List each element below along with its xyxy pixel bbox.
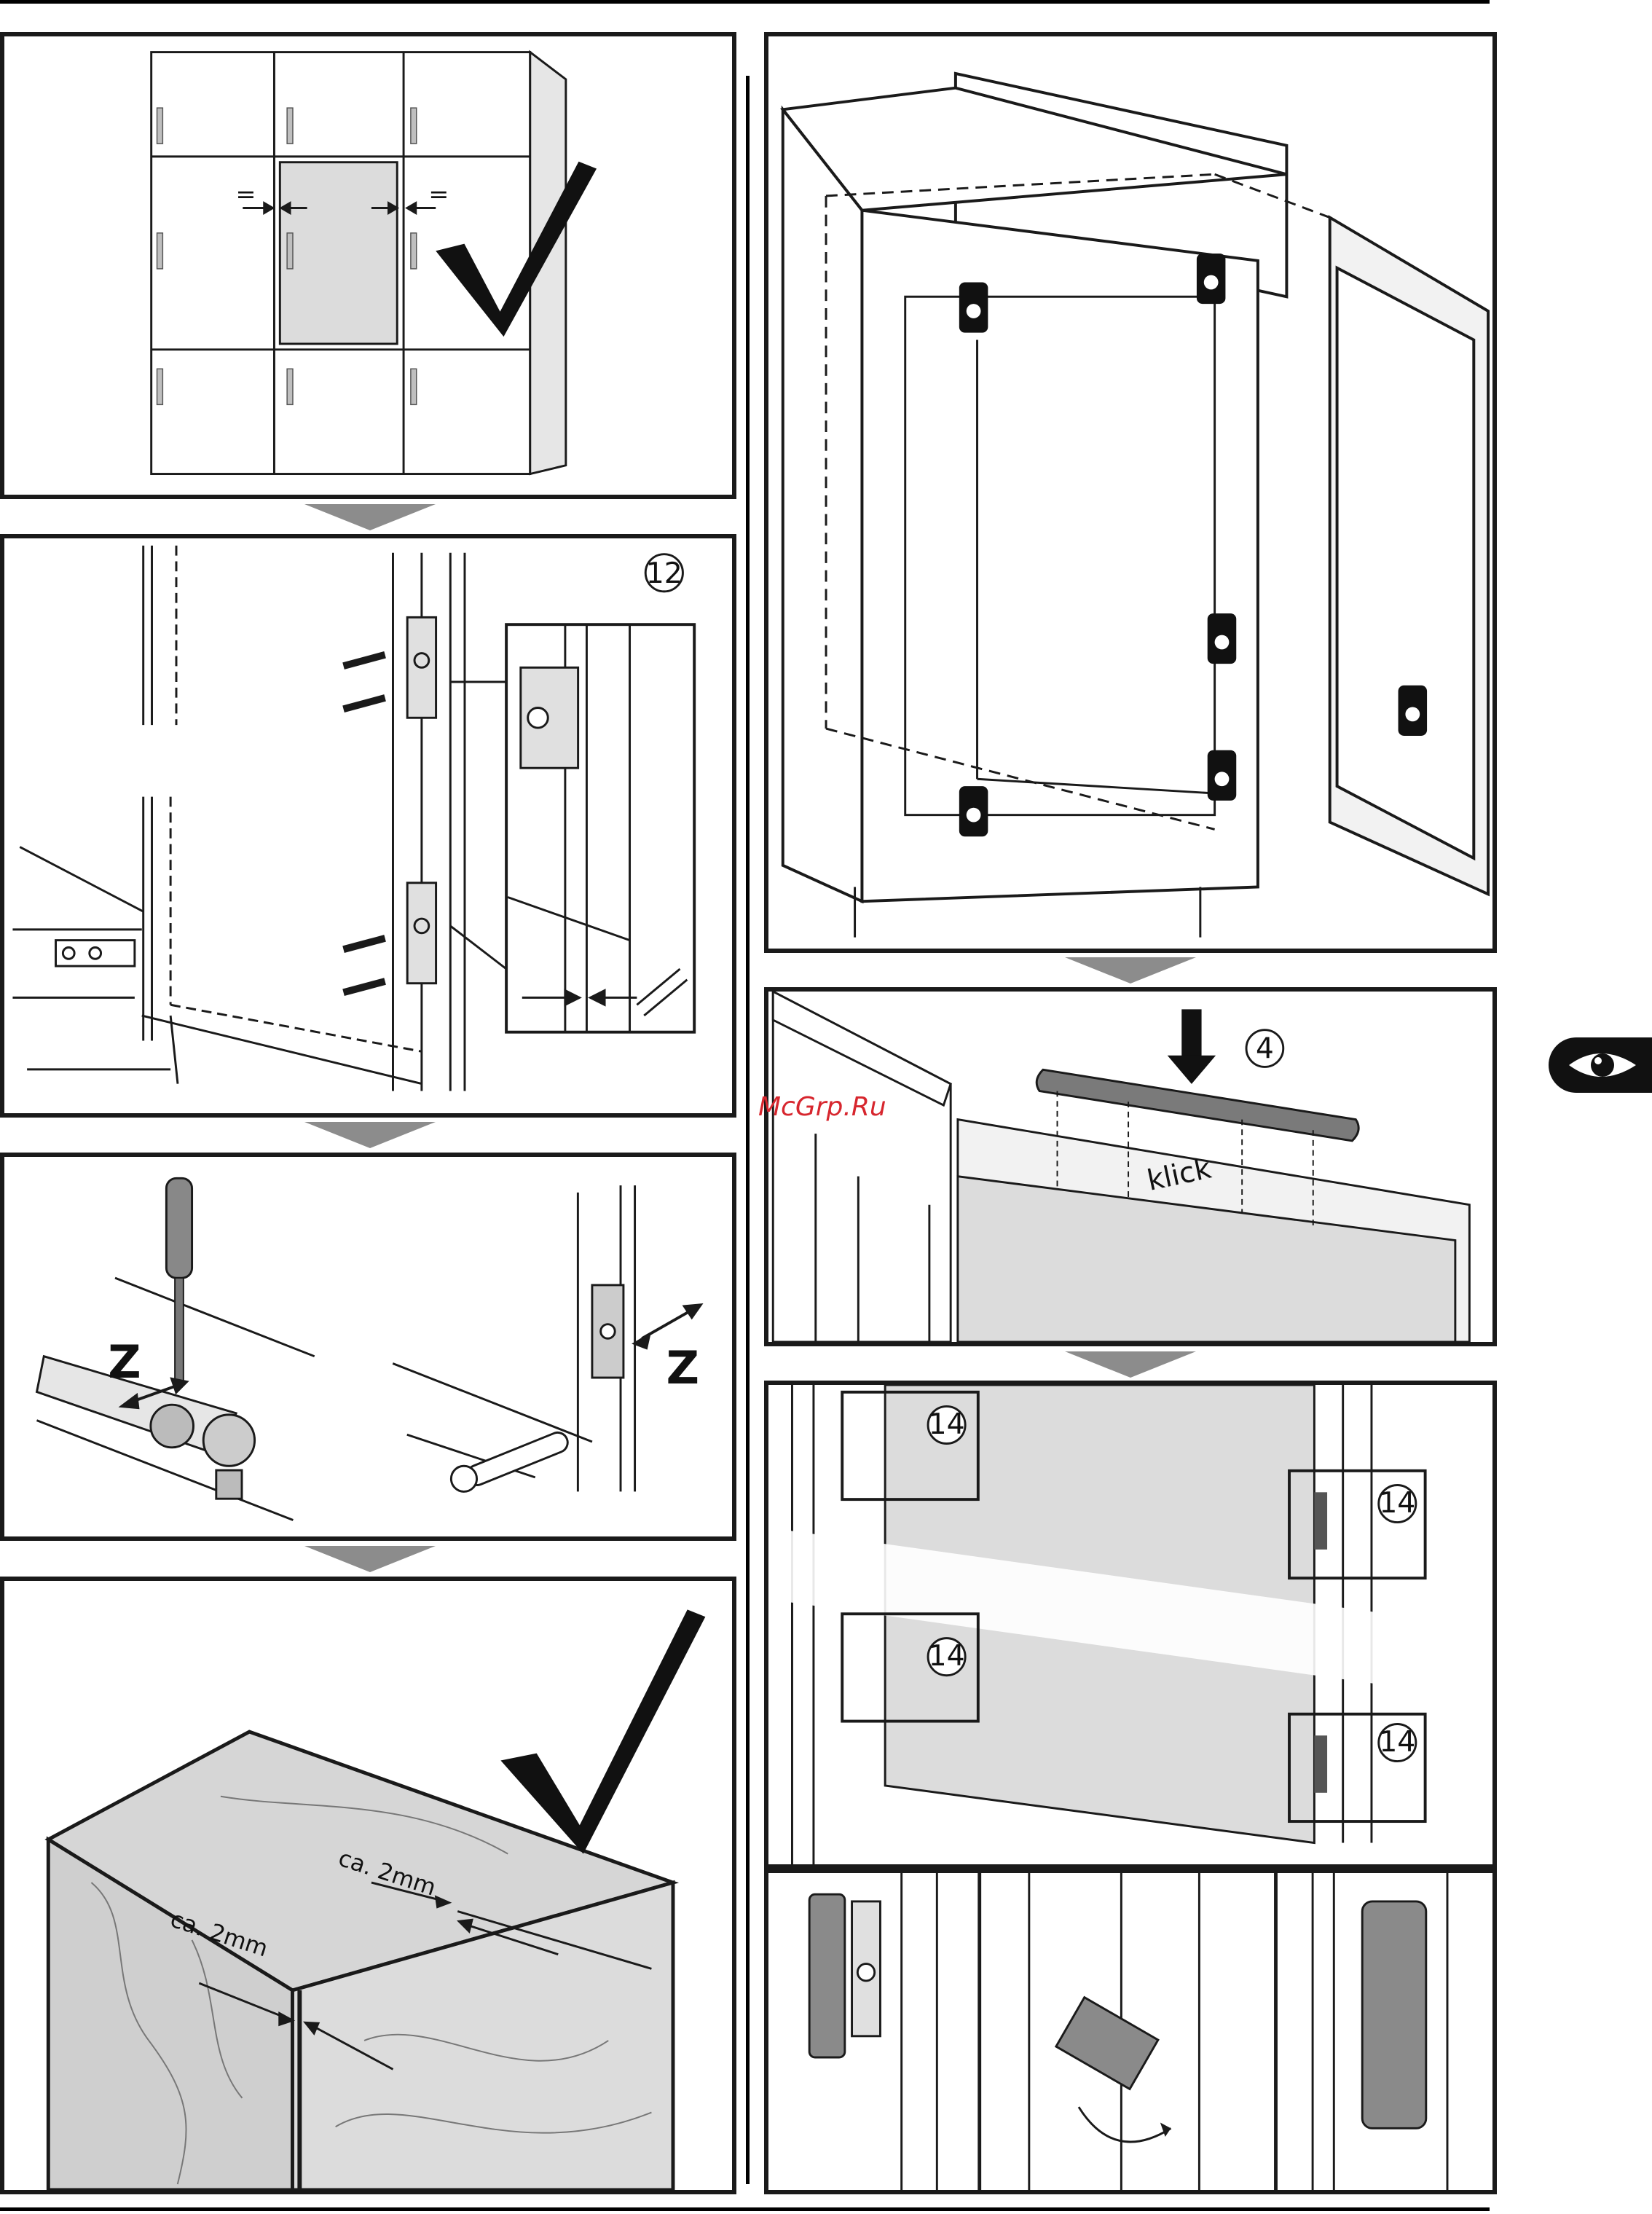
step-marker-14-label: 14 [1379,1487,1415,1520]
catch-details-illustration [768,1873,1492,2190]
step-marker-4-label: 4 [1256,1033,1274,1066]
cover-klick-illustration: 4 klick [768,992,1492,1342]
column-divider [746,76,750,2184]
bottom-rule [0,2207,1490,2211]
panel-door-hinges [764,32,1497,953]
equal-mark-left: = [235,180,256,208]
panel-catch-details [764,1869,1497,2194]
z-label-right: Z [666,1341,699,1394]
checkmark-icon [500,1609,705,1853]
down-arrow-icon [1065,957,1196,984]
hinge-screws-illustration: 12 [4,538,732,1113]
equal-mark-right: = [428,180,449,208]
panel-cabinet-grid: = = [0,32,736,499]
down-arrow-icon [1065,1351,1196,1378]
door-catches-illustration: 14 14 14 14 [768,1385,1492,1864]
door-hinges-illustration [768,36,1492,949]
z-label-left: Z [108,1335,141,1389]
panel-hinge-screws: 12 [0,534,736,1118]
down-arrow-icon [304,504,436,530]
watermark: McGrp.Ru [758,1092,886,1122]
panel-adjustment: Z Z [0,1153,736,1541]
panel-cover-klick: 4 klick [764,987,1497,1346]
step-marker-12-label: 12 [646,557,683,590]
door-panel [280,162,397,344]
push-down-arrow [1168,1009,1216,1083]
screwdriver-icon [166,1178,192,1384]
down-arrow-icon [304,1122,436,1148]
step-marker-14-label: 14 [929,1640,965,1673]
cover-strip [1037,1069,1358,1141]
step-marker-14-label: 14 [929,1408,965,1441]
eye-icon [1549,1037,1652,1093]
top-rule [0,0,1490,4]
panel-gap-check: ca. 2mm ca. 2mm [0,1577,736,2194]
cabinet-grid-illustration: = = [4,36,732,495]
eye-tab [1549,1037,1652,1093]
step-marker-14-label: 14 [1379,1726,1415,1759]
adjustment-illustration: Z Z [4,1157,732,1536]
gap-check-illustration: ca. 2mm ca. 2mm [4,1581,732,2190]
down-arrow-icon [304,1546,436,1572]
panel-door-catches: 14 14 14 14 [764,1381,1497,1869]
